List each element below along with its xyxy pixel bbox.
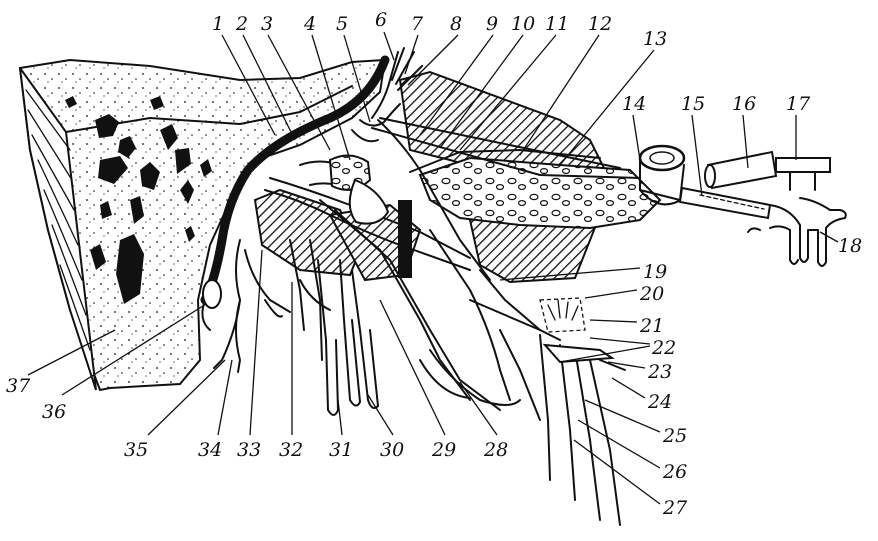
label-14: 14 xyxy=(622,93,646,115)
label-13: 13 xyxy=(643,28,667,50)
label-23: 23 xyxy=(647,361,672,383)
label-10: 10 xyxy=(511,13,535,35)
label-3: 3 xyxy=(261,13,273,35)
label-8: 8 xyxy=(450,13,462,35)
label-22: 22 xyxy=(651,337,676,359)
label-12: 12 xyxy=(588,13,612,35)
label-9: 9 xyxy=(486,13,498,35)
label-34: 34 xyxy=(198,439,222,461)
label-4: 4 xyxy=(303,13,316,35)
label-19: 19 xyxy=(643,261,667,283)
label-6: 6 xyxy=(375,9,387,31)
label-33: 33 xyxy=(237,439,261,461)
label-11: 11 xyxy=(545,13,569,35)
label-18: 18 xyxy=(838,235,862,257)
label-1: 1 xyxy=(212,13,224,35)
label-26: 26 xyxy=(662,461,687,483)
label-36: 36 xyxy=(42,401,66,423)
label-32: 32 xyxy=(279,439,303,461)
lower-platform xyxy=(545,345,612,362)
label-30: 30 xyxy=(380,439,404,461)
label-16: 16 xyxy=(732,93,756,115)
central-node xyxy=(350,180,388,224)
label-2: 2 xyxy=(235,13,248,35)
label-35: 35 xyxy=(124,439,148,461)
label-21: 21 xyxy=(639,315,664,337)
dark-pillar xyxy=(398,200,412,278)
label-29: 29 xyxy=(431,439,456,461)
cancellous-bone-band xyxy=(420,158,660,228)
label-15: 15 xyxy=(681,93,705,115)
label-25: 25 xyxy=(662,425,687,447)
label-17: 17 xyxy=(786,93,811,115)
label-20: 20 xyxy=(639,283,664,305)
label-31: 31 xyxy=(329,439,353,461)
label-5: 5 xyxy=(336,13,348,35)
label-28: 28 xyxy=(483,439,508,461)
tube-structure xyxy=(640,146,830,218)
label-37: 37 xyxy=(6,375,31,397)
label-7: 7 xyxy=(411,13,424,35)
dashed-box xyxy=(540,298,585,332)
label-27: 27 xyxy=(662,497,688,519)
label-24: 24 xyxy=(647,391,672,413)
